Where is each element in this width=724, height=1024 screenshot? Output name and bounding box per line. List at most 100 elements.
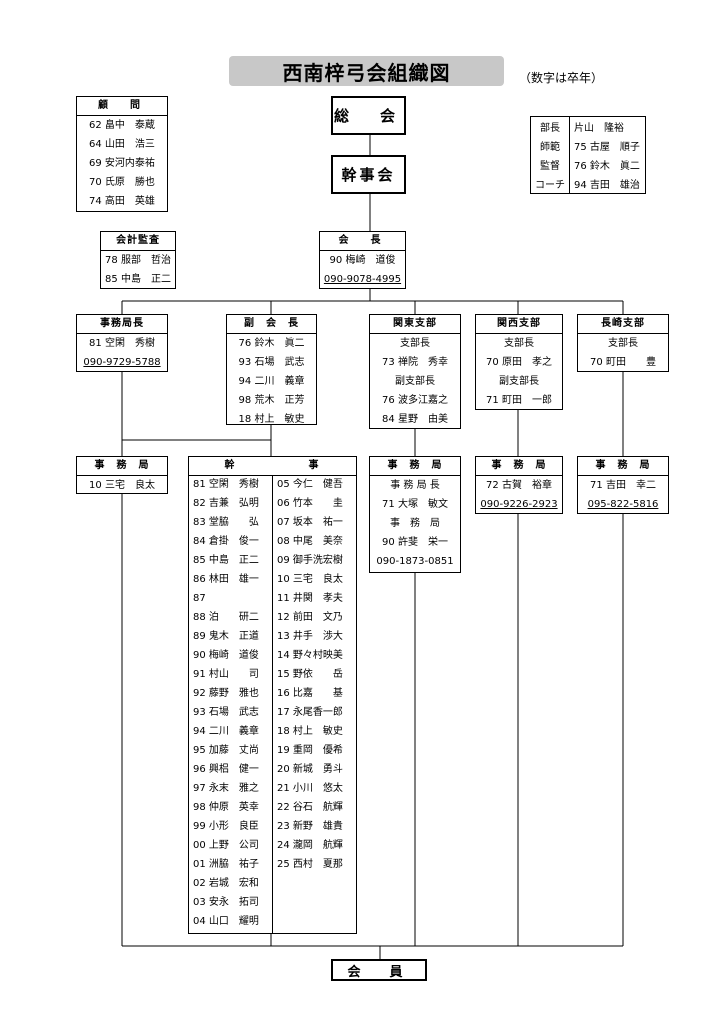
- auditor-header: 会計監査: [101, 232, 175, 251]
- director-name: 92 藤野 雅也: [193, 688, 259, 699]
- kanto-secretariat-header: 事 務 局: [370, 457, 460, 476]
- kanto-branch-box: 関東支部 支部長 73 禅院 秀幸 副支部長 76 波多江嘉之 84 星野 由美: [369, 314, 461, 429]
- directors-box: 幹 事 81 空閑 秀樹 82 吉兼 弘明 83 堂脇 弘 84 倉掛 俊一 8…: [188, 456, 357, 934]
- director-name: 05 今仁 健吾: [277, 479, 343, 490]
- director-name: 96 興梠 健一: [193, 764, 259, 775]
- director-name: 06 竹本 圭: [277, 498, 343, 509]
- kanto-secretariat-box: 事 務 局 事 務 局 長 71 大塚 敏文 事 務 局 90 許斐 栄一 09…: [369, 456, 461, 573]
- director-name: 81 空閑 秀樹: [193, 479, 259, 490]
- president-phone: 090-9078-4995: [323, 274, 402, 285]
- director-name: 16 比嘉 基: [277, 688, 343, 699]
- president-member: 90 梅崎 道俊: [329, 255, 396, 266]
- director-name: 00 上野 公司: [193, 840, 259, 851]
- kansai-secretariat-member: 72 古賀 裕章: [486, 480, 552, 491]
- nagasaki-branch-header: 長崎支部: [578, 315, 668, 334]
- staff-name: 94 吉田 雄治: [574, 180, 640, 191]
- director-name: 02 岩城 宏和: [193, 878, 259, 889]
- secretary-general-member: 81 空閑 秀樹: [89, 338, 155, 349]
- director-name: 20 新城 勇斗: [277, 764, 343, 775]
- director-name: 90 梅崎 道俊: [193, 650, 259, 661]
- advisor-member: 74 高田 英雄: [89, 196, 155, 207]
- director-name: 04 山口 耀明: [193, 916, 259, 927]
- director-name: 24 瀧岡 航輝: [277, 840, 343, 851]
- director-name: 12 前田 文乃: [277, 612, 343, 623]
- advisor-box: 顧 問 62 畠中 泰蔵 64 山田 浩三 69 安河内泰祐 70 氏原 勝也 …: [76, 96, 168, 212]
- nagasaki-branch-line: 70 町田 豊: [590, 357, 656, 368]
- executive-board-box: 幹事会: [331, 155, 406, 194]
- staff-row: 監督 76 鈴木 眞二: [531, 155, 645, 174]
- members-box: 会 員: [331, 959, 427, 981]
- kansai-secretariat-phone: 090-9226-2923: [480, 499, 558, 510]
- director-name: 17 永尾香一郎: [277, 707, 343, 718]
- vice-president-member: 93 石場 武志: [238, 357, 305, 368]
- staff-name: 75 古屋 順子: [574, 142, 640, 153]
- director-name: 97 永末 雅之: [193, 783, 259, 794]
- auditor-box: 会計監査 78 服部 哲治 85 中島 正二: [100, 231, 176, 289]
- secretary-general-box: 事務局長 81 空閑 秀樹 090-9729-5788: [76, 314, 168, 372]
- director-name: 93 石場 武志: [193, 707, 259, 718]
- director-name: 89 鬼木 正道: [193, 631, 259, 642]
- advisor-member: 69 安河内泰祐: [89, 158, 155, 169]
- director-name: 25 西村 夏那: [277, 859, 343, 870]
- directors-header: 幹 事: [189, 457, 356, 476]
- director-name: 82 吉兼 弘明: [193, 498, 259, 509]
- directors-left-column: 81 空閑 秀樹 82 吉兼 弘明 83 堂脇 弘 84 倉掛 俊一 85 中島…: [189, 475, 272, 931]
- directors-divider: [272, 475, 273, 933]
- kanto-branch-line: 副支部長: [395, 376, 435, 387]
- directors-right-column: 05 今仁 健吾 06 竹本 圭 07 坂本 祐一 08 中尾 美奈 09 御手…: [273, 475, 356, 874]
- director-name: 09 御手洗宏樹: [277, 555, 343, 566]
- kanto-branch-line: 73 禅院 秀幸: [382, 357, 448, 368]
- president-header: 会 長: [320, 232, 405, 251]
- director-name: 85 中島 正二: [193, 555, 259, 566]
- director-name: 88 泊 研二: [193, 612, 259, 623]
- director-name: 95 加藤 丈尚: [193, 745, 259, 756]
- director-name: 98 仲原 英幸: [193, 802, 259, 813]
- nagasaki-secretariat-box: 事 務 局 71 吉田 幸二 095-822-5816: [577, 456, 669, 514]
- director-name: 01 洲脇 祐子: [193, 859, 259, 870]
- kansai-branch-header: 関西支部: [476, 315, 562, 334]
- nagasaki-secretariat-phone: 095-822-5816: [587, 499, 659, 510]
- kanto-branch-header: 関東支部: [370, 315, 460, 334]
- advisor-member: 62 畠中 泰蔵: [89, 120, 155, 131]
- director-name: 13 井手 渉大: [277, 631, 343, 642]
- kanto-secretariat-line: 90 許斐 栄一: [382, 537, 448, 548]
- nagasaki-secretariat-header: 事 務 局: [578, 457, 668, 476]
- director-name: 86 林田 雄一: [193, 574, 259, 585]
- staff-row: 師範 75 古屋 順子: [531, 136, 645, 155]
- advisor-member: 64 山田 浩三: [89, 139, 155, 150]
- kansai-branch-line: 70 原田 孝之: [486, 357, 552, 368]
- kansai-branch-line: 副支部長: [499, 376, 539, 387]
- director-name: 23 新野 雄貴: [277, 821, 343, 832]
- page-title: 西南梓弓会組織図: [229, 56, 504, 86]
- secretariat-header: 事 務 局: [77, 457, 167, 476]
- director-name: 83 堂脇 弘: [193, 517, 259, 528]
- director-name: 84 倉掛 俊一: [193, 536, 259, 547]
- secretary-general-phone: 090-9729-5788: [83, 357, 161, 368]
- kansai-secretariat-header: 事 務 局: [476, 457, 562, 476]
- staff-role: 監督: [531, 155, 570, 174]
- advisor-member: 70 氏原 勝也: [89, 177, 155, 188]
- kansai-secretariat-box: 事 務 局 72 古賀 裕章 090-9226-2923: [475, 456, 563, 514]
- kanto-branch-line: 支部長: [400, 338, 430, 349]
- director-name: 94 二川 義章: [193, 726, 259, 737]
- secretariat-box: 事 務 局 10 三宅 良太: [76, 456, 168, 494]
- director-name: 18 村上 敏史: [277, 726, 343, 737]
- director-name: 91 村山 司: [193, 669, 259, 680]
- vice-president-member: 94 二川 義章: [238, 376, 305, 387]
- director-name: 22 谷石 航輝: [277, 802, 343, 813]
- director-name: 19 重岡 優希: [277, 745, 343, 756]
- kanto-branch-line: 76 波多江嘉之: [382, 395, 448, 406]
- staff-role: 師範: [531, 136, 570, 155]
- kansai-branch-line: 支部長: [504, 338, 534, 349]
- kansai-branch-line: 71 町田 一郎: [486, 395, 552, 406]
- advisor-header: 顧 問: [77, 97, 167, 116]
- staff-role: コーチ: [531, 174, 570, 193]
- director-name: 87: [193, 593, 206, 604]
- title-note: （数字は卒年）: [519, 71, 604, 85]
- director-name: 99 小形 良臣: [193, 821, 259, 832]
- director-name: 14 野々村映美: [277, 650, 343, 661]
- vice-president-member: 18 村上 敏史: [238, 414, 305, 425]
- director-name: 07 坂本 祐一: [277, 517, 343, 528]
- staff-name: 76 鈴木 眞二: [574, 161, 640, 172]
